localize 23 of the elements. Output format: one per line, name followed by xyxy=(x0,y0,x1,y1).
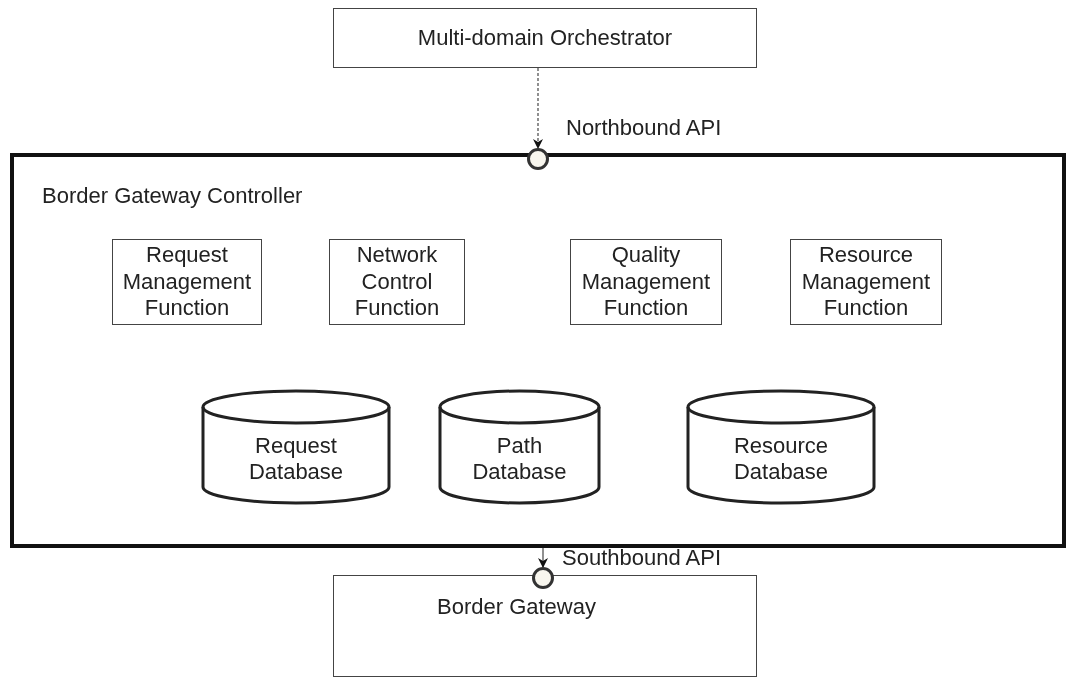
function-box xyxy=(112,239,262,325)
box-label: Request Management Function xyxy=(121,242,253,322)
box-label: Quality Management Function xyxy=(580,242,712,322)
container-heading: Border Gateway Controller xyxy=(42,183,303,210)
arrow xyxy=(538,547,548,568)
box-label: Border Gateway xyxy=(437,594,596,621)
interface-circle xyxy=(532,567,554,589)
database-label: Request Database xyxy=(247,433,345,486)
controller-container xyxy=(10,153,1066,548)
box-label: Network Control Function xyxy=(353,242,441,322)
interface-label: Northbound API xyxy=(566,115,722,141)
box-label: Resource Management Function xyxy=(800,242,932,322)
gateway-box xyxy=(333,575,757,677)
box-label: Multi-domain Orchestrator xyxy=(417,24,673,52)
function-box xyxy=(329,239,465,325)
function-box xyxy=(333,8,757,68)
arrow xyxy=(533,67,543,149)
interface-circle xyxy=(527,148,549,170)
function-box xyxy=(570,239,722,325)
database-label: Resource Database xyxy=(732,433,830,486)
function-box xyxy=(790,239,942,325)
interface-label: Southbound API xyxy=(562,545,722,571)
database-label: Path Database xyxy=(471,433,568,486)
